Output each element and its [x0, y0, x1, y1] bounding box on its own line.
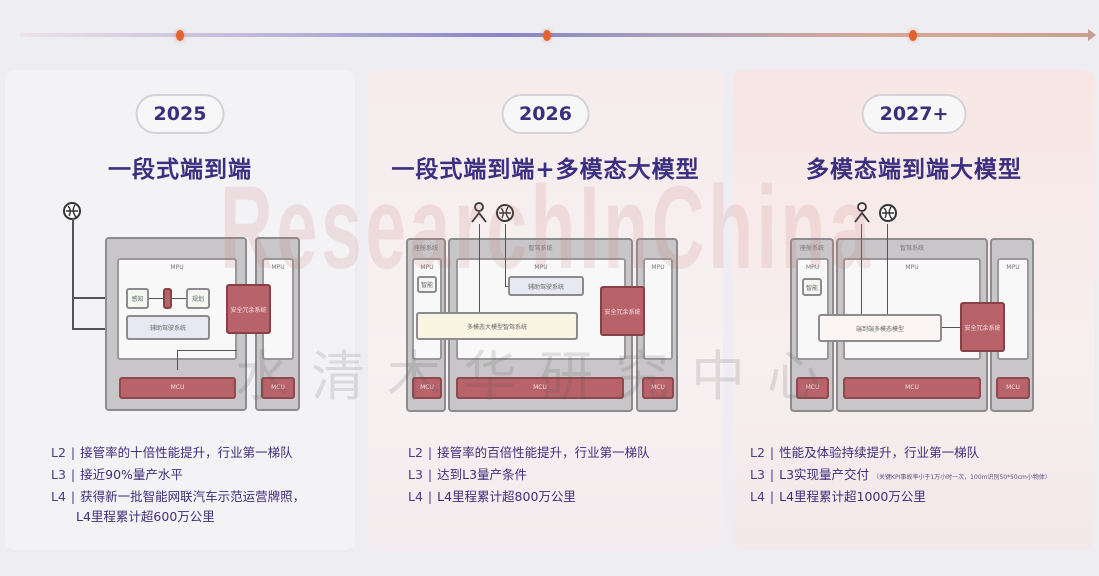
perception-box: 感知 — [126, 288, 149, 309]
mcu-box: MCU — [456, 377, 624, 399]
card-title: 多模态端到端大模型 — [806, 157, 1022, 183]
safety-redundancy-box: 安全冗余系统 — [600, 286, 645, 336]
note-l2: L2|性能及体验持续提升，行业第一梯队 — [750, 445, 980, 460]
watermark-cn: 水清木华研究中心 — [235, 345, 843, 408]
note-l2: L2|接管率的百倍性能提升，行业第一梯队 — [408, 445, 650, 460]
timeline-dot-2026 — [543, 30, 551, 41]
mpu-box: MPU — [117, 258, 237, 360]
person-icon — [471, 202, 487, 223]
multimodal-model-box: 端到端多模态模型 — [818, 314, 942, 342]
timeline-dot-2025 — [176, 30, 184, 41]
right-mcu-box: MCU — [642, 377, 674, 399]
roadmap-card-2027: 2027+ 多模态端到端大模型 座舱系统 智驾系统 MPU MPU MPU 智能… — [733, 70, 1095, 550]
note-l4: L4|L4里程累计超1000万公里 — [750, 489, 926, 504]
note-l4-cont: L4里程累计超600万公里 — [76, 509, 215, 524]
roadmap-card-2026: 2026 一段式端到端+多模态大模型 座舱系统 智驾系统 MPU MPU MPU… — [368, 70, 723, 550]
globe-icon — [63, 202, 81, 220]
architecture-diagram: 座舱系统 智驾系统 MPU MPU MPU 智能 端到端多模态模型 安全冗余系统… — [733, 190, 1095, 430]
note-l3: L3|接近90%量产水平 — [51, 467, 183, 482]
multimodal-model-box: 多模态大模型智驾系统 — [416, 312, 578, 340]
globe-icon — [496, 204, 514, 222]
left-mpu-box: MPU — [796, 258, 829, 360]
timeline-dot-2027 — [909, 30, 917, 41]
note-l4: L4|L4里程累计超800万公里 — [408, 489, 576, 504]
mpu-box: MPU — [456, 258, 626, 360]
safety-redundancy-box: 安全冗余系统 — [226, 284, 271, 334]
left-mcu-box: MCU — [412, 377, 442, 399]
note-l4: L4|获得新一批智能网联汽车示范运营牌照， — [51, 489, 306, 504]
year-pill: 2027+ — [861, 94, 967, 134]
mid-module — [163, 288, 172, 309]
globe-icon — [879, 204, 897, 222]
right-mcu-box: MCU — [261, 377, 295, 399]
year-pill: 2025 — [135, 94, 225, 134]
timeline-line — [20, 33, 1092, 37]
year-pill: 2026 — [501, 94, 590, 134]
cockpit-box: 智能 — [802, 278, 822, 296]
assist-system-box: 辅助驾驶系统 — [126, 315, 210, 340]
left-mcu-box: MCU — [796, 377, 829, 399]
note-l2: L2|接管率的十倍性能提升，行业第一梯队 — [51, 445, 293, 460]
mcu-box: MCU — [119, 377, 236, 399]
architecture-diagram: 座舱系统 智驾系统 MPU MPU MPU 智能 辅助驾驶系统 多模态大模型智驾… — [368, 190, 723, 430]
mpu-box: MPU — [843, 258, 981, 360]
person-icon — [854, 202, 870, 223]
card-title: 一段式端到端+多模态大模型 — [391, 157, 700, 183]
planning-box: 规划 — [186, 288, 210, 309]
safety-redundancy-box: 安全冗余系统 — [960, 302, 1005, 352]
timeline-arrow-icon — [1088, 29, 1096, 41]
note-l3: L3|达到L3量产条件 — [408, 467, 528, 482]
watermark-en: ResearchInChina — [220, 162, 874, 294]
left-mpu-box: MPU — [412, 258, 442, 360]
roadmap-card-2025: 2025 一段式端到端 MPU 感知 规划 辅助驾驶系统 MPU 安全冗余系统 … — [5, 70, 355, 550]
right-mcu-box: MCU — [996, 377, 1030, 399]
note-l3: L3|L3实现量产交付 （关键KPI事故率小于1万小时一次，100m识别50*5… — [750, 467, 1051, 482]
architecture-diagram: MPU 感知 规划 辅助驾驶系统 MPU 安全冗余系统 MCU MCU — [5, 190, 355, 430]
assist-system-box: 辅助驾驶系统 — [508, 276, 584, 296]
card-title: 一段式端到端 — [108, 157, 252, 183]
cockpit-box: 智能 — [417, 276, 437, 293]
mcu-box: MCU — [843, 377, 981, 399]
